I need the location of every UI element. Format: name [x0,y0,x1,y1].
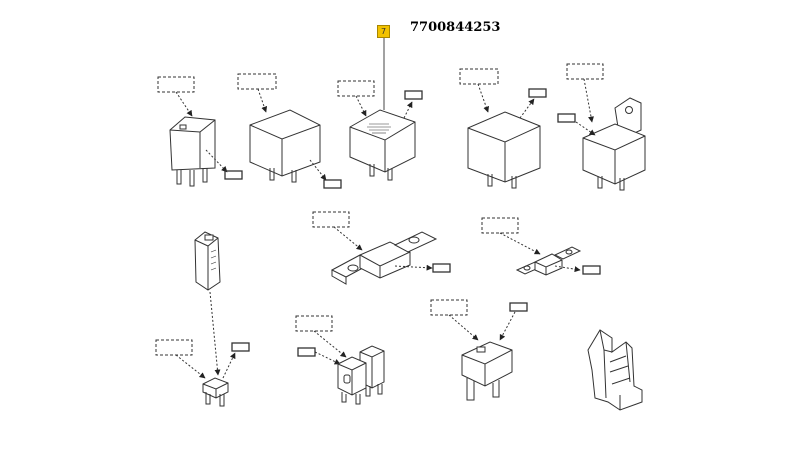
relay-cube-right[interactable] [459,68,547,189]
label-box-solid [557,113,576,123]
label-box-solid [404,90,423,100]
relay-highlighted[interactable] [337,38,423,181]
label-box-solid [582,265,601,275]
label-box-solid [297,347,316,357]
maxi-blade-fuse[interactable] [430,299,528,401]
label-box-solid [224,170,243,180]
label-box [312,211,350,228]
label-box [237,73,277,90]
relay-with-bracket[interactable] [557,63,646,191]
label-box-solid [323,179,342,189]
fuse-puller-clip[interactable] [587,329,643,411]
mini-blade-fuse[interactable] [155,339,250,407]
label-box [157,76,195,93]
strip-fuse-small[interactable] [481,217,601,276]
label-box [481,217,519,234]
relay-small-tall[interactable] [157,76,243,187]
label-box-solid [231,342,250,352]
fuse-holder-clip[interactable] [194,231,221,376]
label-box-solid [509,302,528,312]
label-box [337,80,375,97]
blade-fuse-pair[interactable] [295,315,385,405]
label-box [155,339,193,356]
relay-cube-left[interactable] [237,73,342,189]
label-box [430,299,468,316]
label-box [295,315,333,332]
label-box-solid [432,263,451,273]
label-box [566,63,604,80]
callout-badge[interactable]: 7 [377,25,390,38]
maxi-strip-fuse-large[interactable] [312,211,451,285]
label-box [459,68,499,85]
part-number-label: 7700844253 [410,20,501,35]
label-box-solid [528,88,547,98]
